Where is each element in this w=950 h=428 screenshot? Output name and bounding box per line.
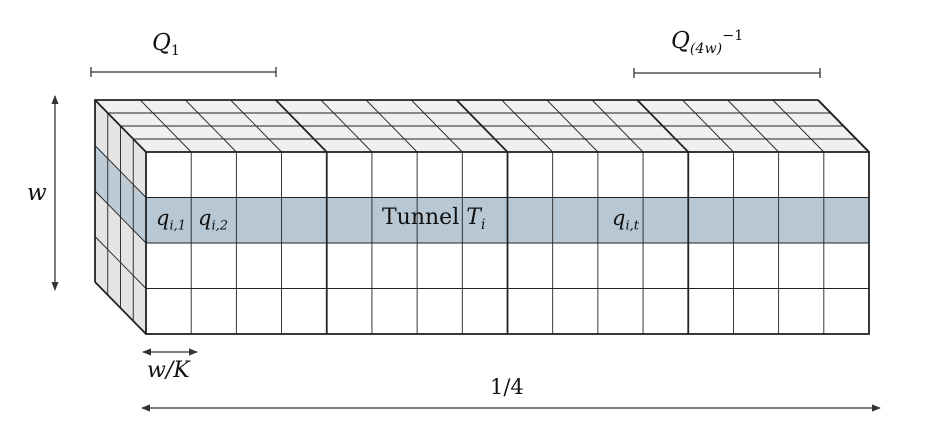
qi2-label-sub: i,2 bbox=[211, 218, 229, 234]
qlast-label: Q(4w)−1 bbox=[671, 28, 743, 57]
qi1-label: qi,1 bbox=[156, 206, 186, 234]
tunnel-symbol-sub: i bbox=[480, 216, 486, 233]
bottom-left-edge bbox=[94, 281, 147, 335]
qi1-label-main: q bbox=[156, 206, 170, 230]
qlast-label-main: Q bbox=[671, 28, 690, 54]
qlast-label-sup: −1 bbox=[722, 28, 744, 45]
tunnel-symbol: T bbox=[466, 205, 481, 230]
qi2-label-main: q bbox=[198, 206, 212, 230]
front-border bbox=[145, 151, 870, 335]
side-grid-line bbox=[94, 190, 147, 244]
qi1-label-sub: i,1 bbox=[169, 218, 187, 234]
qit-label: qi,t bbox=[612, 206, 639, 234]
qit-label-main: q bbox=[612, 206, 626, 230]
w-label-text: w bbox=[27, 180, 47, 206]
length-label-text: 1/4 bbox=[490, 375, 524, 399]
right-top-edge bbox=[817, 99, 870, 153]
cell-width-label-text: w/K bbox=[147, 358, 190, 383]
qlast-label-sub: (4w) bbox=[689, 40, 723, 57]
length-label: 1/4 bbox=[490, 375, 524, 399]
w-label: w bbox=[27, 180, 47, 206]
qit-label-sub: i,t bbox=[625, 218, 639, 234]
tunnel-label: Tunnel Ti bbox=[382, 205, 485, 233]
q1-label-sub: 1 bbox=[170, 42, 180, 59]
q1-label-main: Q bbox=[152, 30, 171, 56]
side-grid-line bbox=[94, 145, 147, 198]
side-grid-line bbox=[94, 236, 147, 289]
cell-width-label: w/K bbox=[147, 358, 190, 383]
tunnel-label-text: Tunnel bbox=[382, 205, 460, 230]
q1-label: Q1 bbox=[152, 30, 180, 59]
qi2-label: qi,2 bbox=[198, 206, 228, 234]
